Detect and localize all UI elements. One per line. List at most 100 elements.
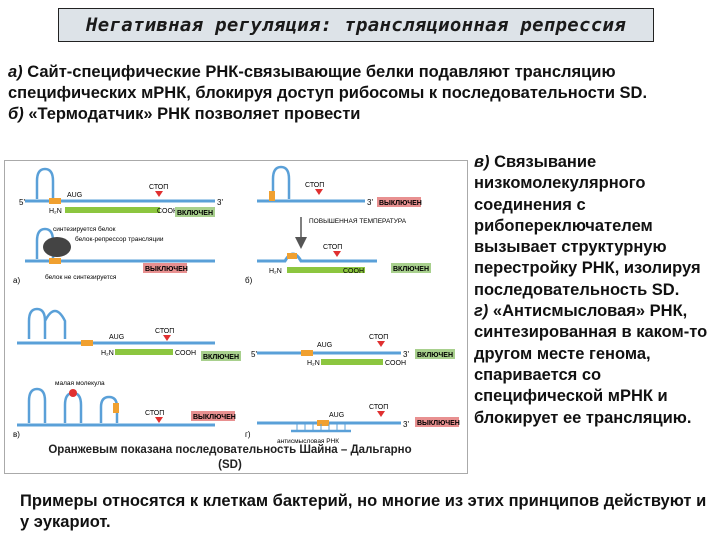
stop-marker-b1 [315, 189, 323, 195]
h2n-b2: H₂N [269, 268, 282, 275]
item-g-prefix: г) [474, 302, 489, 321]
protein-bar-b2 [287, 267, 365, 273]
figure-svg: 5' AUG СТОП 3' H₂N COOH ВКЛЮЧЕН синтезир… [13, 165, 460, 445]
mrna-b2 [257, 252, 377, 263]
intro-text: а) Сайт-специфические РНК-связывающие бе… [8, 62, 708, 125]
off-badge-a2 [143, 263, 187, 273]
on-label-v1: ВКЛЮЧЕН [203, 354, 239, 361]
stop-v2: СТОП [145, 410, 164, 417]
hairpin-a2 [35, 227, 55, 259]
aug-g2: AUG [329, 412, 344, 419]
stop-marker-v2 [155, 417, 163, 423]
off-label-b1: ВЫКЛЮЧЕН [379, 200, 422, 207]
item-g: г) «Антисмысловая» РНК, синтезированная … [474, 301, 720, 429]
sd-v1 [81, 340, 93, 346]
stop-marker-v1 [163, 335, 171, 341]
item-g-text: «Антисмысловая» РНК, синтезированная в к… [474, 302, 708, 427]
item-b-text: «Термодатчик» РНК позволяет провести эфф… [28, 105, 361, 123]
off-label-v2: ВЫКЛЮЧЕН [193, 414, 236, 421]
three-prime-g1: 3' [403, 350, 409, 359]
small-molecule-label: малая молекула [55, 380, 105, 387]
h2n-g1: H₂N [307, 360, 320, 367]
off-label-a2: ВЫКЛЮЧЕН [145, 266, 188, 273]
regulation-figure: 5' AUG СТОП 3' H₂N COOH ВКЛЮЧЕН синтезир… [4, 160, 468, 474]
sd-g2 [317, 420, 329, 426]
stop-marker-a1 [155, 191, 163, 197]
three-prime-b1: 3' [367, 198, 373, 207]
page-title: Негативная регуляция: трансляционная реп… [86, 14, 626, 36]
on-label-a1: ВКЛЮЧЕН [177, 210, 213, 217]
item-b-prefix: б) [8, 105, 24, 123]
figure-caption: Оранжевым показана последовательность Ша… [48, 444, 412, 471]
item-a-text: Сайт-специфические РНК-связывающие белки… [8, 63, 648, 102]
panel-a-label: а) [13, 276, 20, 285]
bottom-note: Примеры относятся к клеткам бактерий, но… [20, 492, 707, 531]
repressor-label: белок-репрессор трансляции [75, 235, 164, 243]
item-a-prefix: а) [8, 63, 23, 81]
panel-v-label: в) [13, 430, 20, 439]
three-prime-a1: 3' [217, 198, 223, 207]
five-prime-a1: 5' [19, 198, 25, 207]
sd-a1 [49, 198, 61, 204]
repressor-blob [43, 237, 71, 257]
item-v-prefix: в) [474, 153, 490, 171]
antisense-label: антисмысловая РНК [277, 438, 339, 445]
protein-bar-a1 [65, 207, 160, 213]
stop-b1: СТОП [305, 182, 324, 189]
panel-g: 5' AUG СТОП 3' H₂N COOH ВКЛЮЧЕН AUG СТОП… [245, 334, 460, 445]
small-molecule-dot [69, 389, 77, 397]
item-v-text: Связывание низкомолекулярного соединения… [474, 153, 701, 299]
sd-b2 [287, 253, 297, 259]
on-label-g1: ВКЛЮЧЕН [417, 352, 453, 359]
five-prime-g1: 5' [251, 350, 257, 359]
stop-g2: СТОП [369, 404, 388, 411]
h2n-v1: H₂N [101, 350, 114, 357]
hairpin-b1 [271, 165, 291, 199]
intro-paragraph-b: б) «Термодатчик» РНК позволяет провести … [8, 104, 468, 125]
stop-marker-g1 [377, 341, 385, 347]
stop-b2: СТОП [323, 244, 342, 251]
stop-marker-g2 [377, 411, 385, 417]
on-badge-a1 [175, 207, 215, 217]
off-badge-g2 [415, 417, 459, 427]
sd-v2 [113, 403, 119, 413]
sd-b1 [269, 191, 275, 201]
h2n-a1: H₂N [49, 208, 62, 215]
cooh-a1: COOH [157, 208, 178, 215]
cooh-b2: COOH [343, 268, 364, 275]
cooh-g1: COOH [385, 360, 406, 367]
protein-synth-a: синтезируется белок [53, 225, 116, 233]
on-label-b2: ВКЛЮЧЕН [393, 266, 429, 273]
right-column-text: в) Связывание низкомолекулярного соедине… [474, 152, 720, 429]
aug-g1: AUG [317, 342, 332, 349]
title-banner: Негативная регуляция: трансляционная реп… [58, 8, 654, 42]
stop-a1: СТОП [149, 184, 168, 191]
panel-b: СТОП ВЫКЛЮЧЕН 3' ПОВЫШЕННАЯ ТЕМПЕРАТУРА … [245, 165, 431, 285]
aug-a1: AUG [67, 192, 82, 199]
high-temp-label: ПОВЫШЕННАЯ ТЕМПЕРАТУРА [309, 218, 407, 225]
aug-v1: AUG [109, 334, 124, 341]
off-label-g2: ВЫКЛЮЧЕН [417, 420, 460, 427]
off-badge-b1 [377, 197, 421, 207]
protein-not-synth-a: белок не синтезируется [45, 273, 117, 281]
off-badge-v2 [191, 411, 235, 421]
sd-a2 [49, 258, 61, 264]
item-v: в) Связывание низкомолекулярного соедине… [474, 152, 720, 301]
protein-bar-v1 [115, 349, 173, 355]
intro-paragraph-a: а) Сайт-специфические РНК-связывающие бе… [8, 62, 708, 104]
stop-g1: СТОП [369, 334, 388, 341]
hairpin-a1 [35, 167, 55, 199]
base-pairs [296, 424, 346, 431]
on-badge-g1 [415, 349, 455, 359]
cooh-v1: COOH [175, 350, 196, 357]
panel-g-label: г) [245, 430, 251, 439]
stop-marker-b2 [333, 251, 341, 257]
panel-a: 5' AUG СТОП 3' H₂N COOH ВКЛЮЧЕН синтезир… [13, 167, 223, 285]
sd-g1 [301, 350, 313, 356]
stop-v1: СТОП [155, 328, 174, 335]
protein-bar-g1 [321, 359, 383, 365]
three-prime-g2: 3' [403, 420, 409, 429]
on-badge-v1 [201, 351, 241, 361]
on-badge-b2 [391, 263, 431, 273]
panel-v: AUG СТОП H₂N COOH ВКЛЮЧЕН малая молекула… [13, 307, 241, 439]
